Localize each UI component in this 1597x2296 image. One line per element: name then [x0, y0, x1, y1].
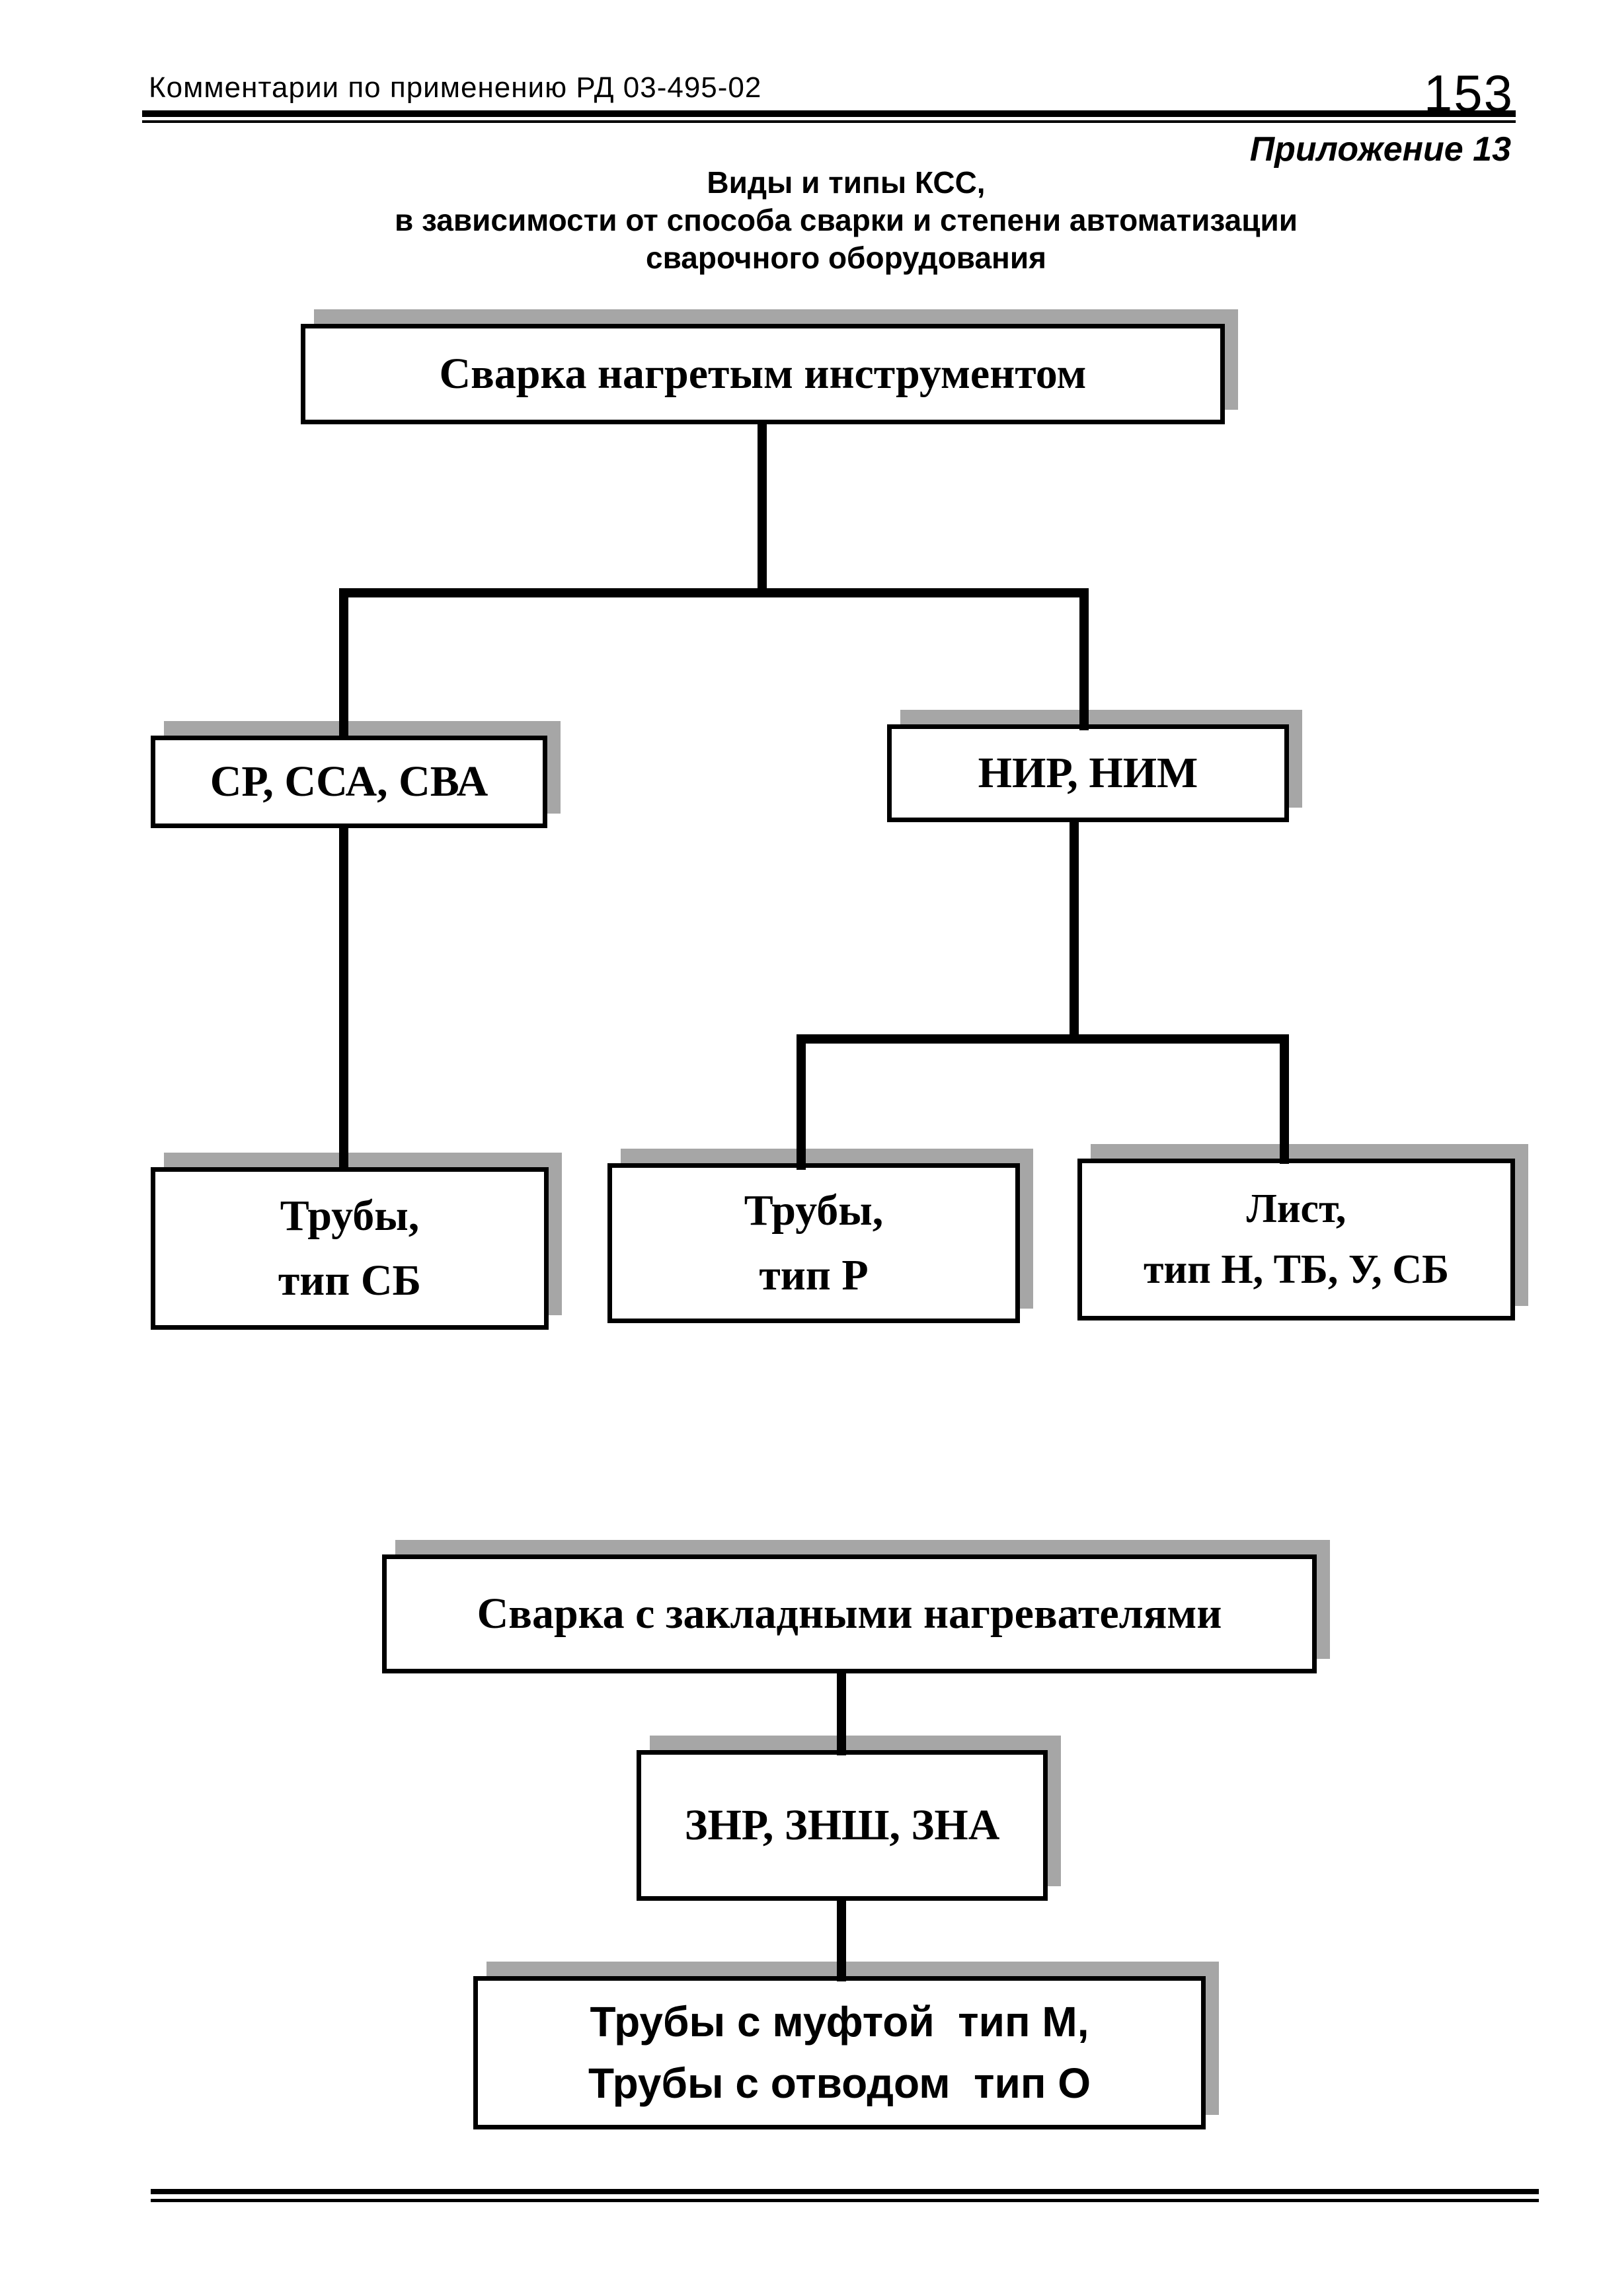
node-nir-nim-label: НИР, НИМ — [978, 749, 1198, 798]
header-rule-thick — [142, 110, 1516, 117]
page-title: Виды и типы КСС, в зависимости от способ… — [95, 164, 1597, 277]
header-running-title: Комментарии по применению РД 03-495-02 — [149, 71, 762, 104]
connector-sr-drop — [339, 588, 348, 740]
node-sr-ssa-sva: СР, ССА, СВА — [151, 736, 547, 828]
connector-level3-crossbar — [797, 1034, 1289, 1044]
node-znr-znsh-zna: ЗНР, ЗНШ, ЗНА — [637, 1750, 1048, 1901]
node-pipes-type-sb-label: Трубы, тип СБ — [278, 1192, 422, 1305]
node-hot-tool-welding-label: Сварка нагретым инструментом — [439, 350, 1087, 399]
connector-r-drop — [797, 1034, 806, 1170]
node-pipes-type-sb: Трубы, тип СБ — [151, 1167, 549, 1330]
node-nir-nim: НИР, НИМ — [887, 724, 1289, 822]
node-sheet-types-label: Лист, тип Н, ТБ, У, СБ — [1143, 1186, 1450, 1292]
node-pipes-type-r-label: Трубы, тип Р — [744, 1186, 884, 1299]
page-title-line2: в зависимости от способа сварки и степен… — [394, 203, 1298, 237]
node-sheet-types: Лист, тип Н, ТБ, У, СБ — [1077, 1159, 1515, 1320]
node-znr-znsh-zna-label: ЗНР, ЗНШ, ЗНА — [684, 1801, 1000, 1850]
node-embedded-heater-welding: Сварка с закладными нагревателями — [382, 1554, 1317, 1673]
node-pipes-type-r: Трубы, тип Р — [607, 1163, 1020, 1323]
connector-nir-stem — [1070, 820, 1079, 1041]
node-sr-ssa-sva-label: СР, ССА, СВА — [210, 757, 488, 806]
footer-rule-thin — [151, 2199, 1539, 2202]
connector-root1-stem — [758, 422, 767, 595]
connector-nir-drop — [1079, 588, 1089, 730]
node-hot-tool-welding: Сварка нагретым инструментом — [301, 324, 1225, 424]
page-title-line1: Виды и типы КСС, — [707, 165, 986, 200]
page-title-line3: сварочного оборудования — [646, 241, 1046, 275]
annex-label: Приложение 13 — [1249, 130, 1511, 169]
node-pipes-coupling-bend-label: Трубы с муфтой тип М, Трубы с отводом ти… — [588, 1998, 1091, 2107]
connector-list-drop — [1280, 1034, 1289, 1164]
connector-zn-stem — [837, 1897, 846, 1981]
connector-level2-crossbar — [339, 588, 1089, 597]
node-pipes-coupling-bend: Трубы с муфтой тип М, Трубы с отводом ти… — [473, 1976, 1206, 2129]
node-embedded-heater-welding-label: Сварка с закладными нагревателями — [477, 1589, 1222, 1638]
connector-root2-stem — [837, 1671, 846, 1755]
footer-rule-thick — [151, 2189, 1539, 2194]
connector-sr-to-sb — [339, 825, 348, 1172]
header-rule-thin — [142, 120, 1516, 123]
